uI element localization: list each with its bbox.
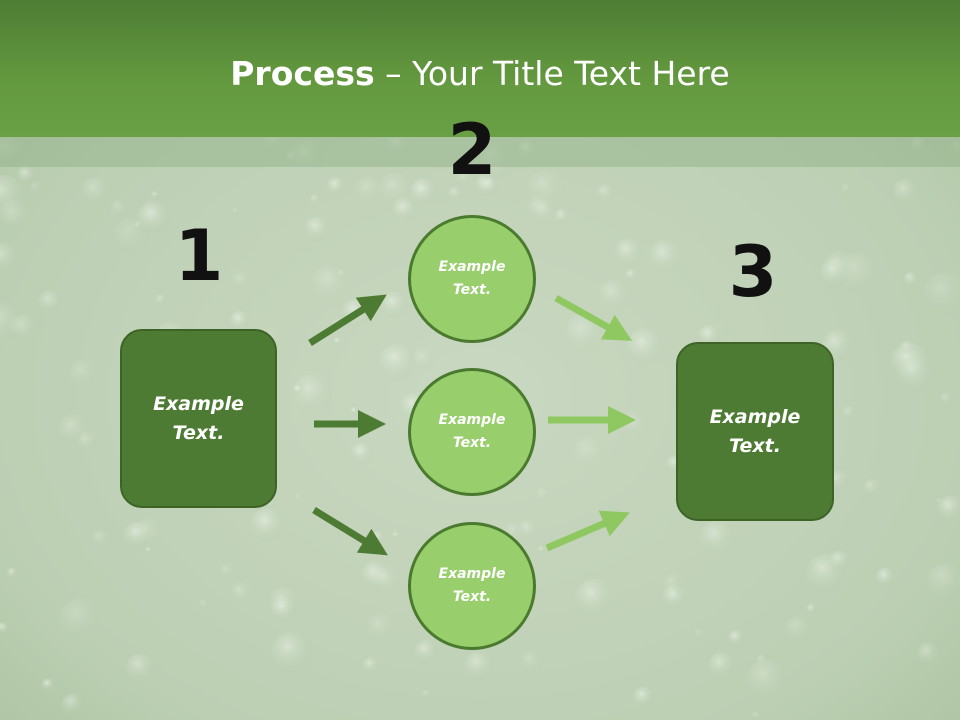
arrow-top-to-right xyxy=(554,294,633,341)
step-2-circle-bottom: Example Text. xyxy=(408,522,536,650)
step-3-label: Example Text. xyxy=(709,405,801,457)
step-number-3: 3 xyxy=(728,231,778,313)
title-rest: – Your Title Text Here xyxy=(374,54,730,93)
title-bold: Process xyxy=(230,54,375,93)
arrow-left-to-top xyxy=(308,294,387,346)
step-1-box: Example Text. xyxy=(120,329,277,508)
step-2-circle-middle: Example Text. xyxy=(408,368,536,496)
circle-top-label: Example Text. xyxy=(438,259,506,298)
step-number-1: 1 xyxy=(174,215,224,297)
title-bar xyxy=(0,0,960,137)
step-1-label: Example Text. xyxy=(153,392,244,444)
circle-middle-label: Example Text. xyxy=(438,412,506,451)
arrow-bottom-to-right xyxy=(545,510,630,552)
step-2-circle-top: Example Text. xyxy=(408,215,536,343)
arrow-left-to-bottom xyxy=(312,507,388,556)
step-number-2: 2 xyxy=(447,109,497,191)
step-3-box: Example Text. xyxy=(676,342,834,521)
slide-title: Process – Your Title Text Here xyxy=(0,52,960,96)
title-strip xyxy=(0,137,960,167)
circle-bottom-label: Example Text. xyxy=(438,566,506,605)
